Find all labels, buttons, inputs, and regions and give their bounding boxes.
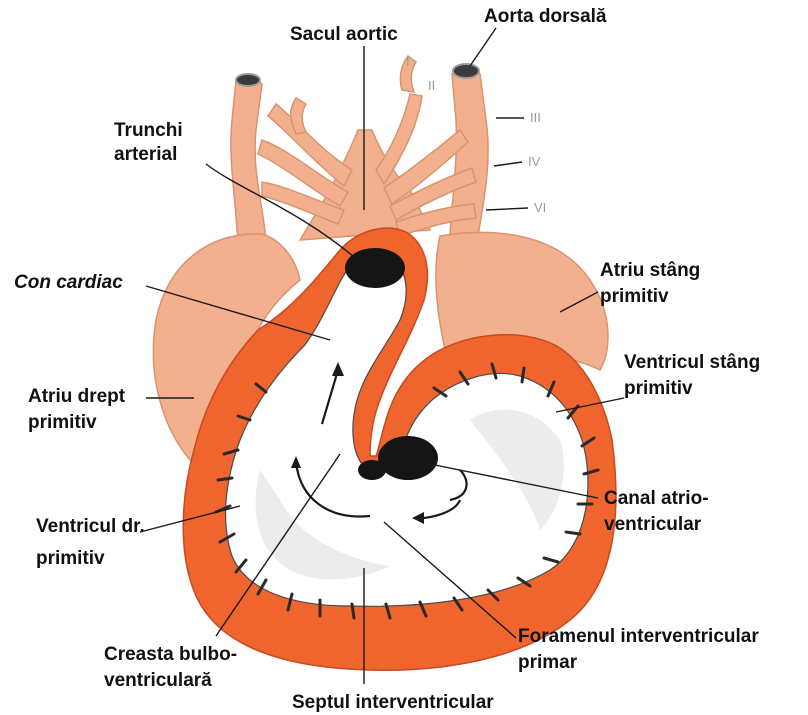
left-dorsal-aorta xyxy=(231,78,266,244)
arch-numeral-vi: VI xyxy=(534,200,546,215)
label-septul: Septul interventricular xyxy=(292,692,494,713)
aortic-arch-system xyxy=(231,56,488,244)
label-atriu-drept-1: Atriu drept xyxy=(28,386,126,407)
label-foramen-2: primar xyxy=(518,652,578,673)
truncus-opening xyxy=(345,248,405,288)
label-ventricul-stang-1: Ventricul stâng xyxy=(624,352,760,373)
label-trunchi-2: arterial xyxy=(114,144,177,165)
label-canal-1: Canal atrio- xyxy=(604,488,709,509)
label-creasta-2: ventriculară xyxy=(104,670,212,691)
label-canal-2: ventricular xyxy=(604,514,702,535)
label-aorta-dorsala: Aorta dorsală xyxy=(484,6,607,27)
label-ventricul-stang-2: primitiv xyxy=(624,378,693,399)
label-ventricul-dr-2: primitiv xyxy=(36,548,105,569)
arch-numeral-iii: III xyxy=(530,110,541,125)
label-atriu-stang-1: Atriu stâng xyxy=(600,260,700,281)
label-con-cardiac: Con cardiac xyxy=(14,272,123,293)
label-atriu-stang-2: primitiv xyxy=(600,286,669,307)
label-trunchi-1: Trunchi xyxy=(114,120,183,141)
label-ventricul-dr-1: Ventricul dr. xyxy=(36,516,145,537)
label-foramen-1: Foramenul interventricular xyxy=(518,626,759,647)
atrioventricular-canal-opening xyxy=(378,436,438,480)
label-creasta-1: Creasta bulbo- xyxy=(104,644,237,665)
label-sacul-aortic: Sacul aortic xyxy=(290,24,398,45)
arch-numeral-i: I xyxy=(406,54,410,69)
arch-numeral-iv: IV xyxy=(528,154,541,169)
left-dorsal-aorta-lumen xyxy=(236,74,260,86)
arch-numeral-ii: II xyxy=(428,78,435,93)
label-atriu-drept-2: primitiv xyxy=(28,412,97,433)
right-dorsal-aorta-lumen xyxy=(453,64,479,78)
